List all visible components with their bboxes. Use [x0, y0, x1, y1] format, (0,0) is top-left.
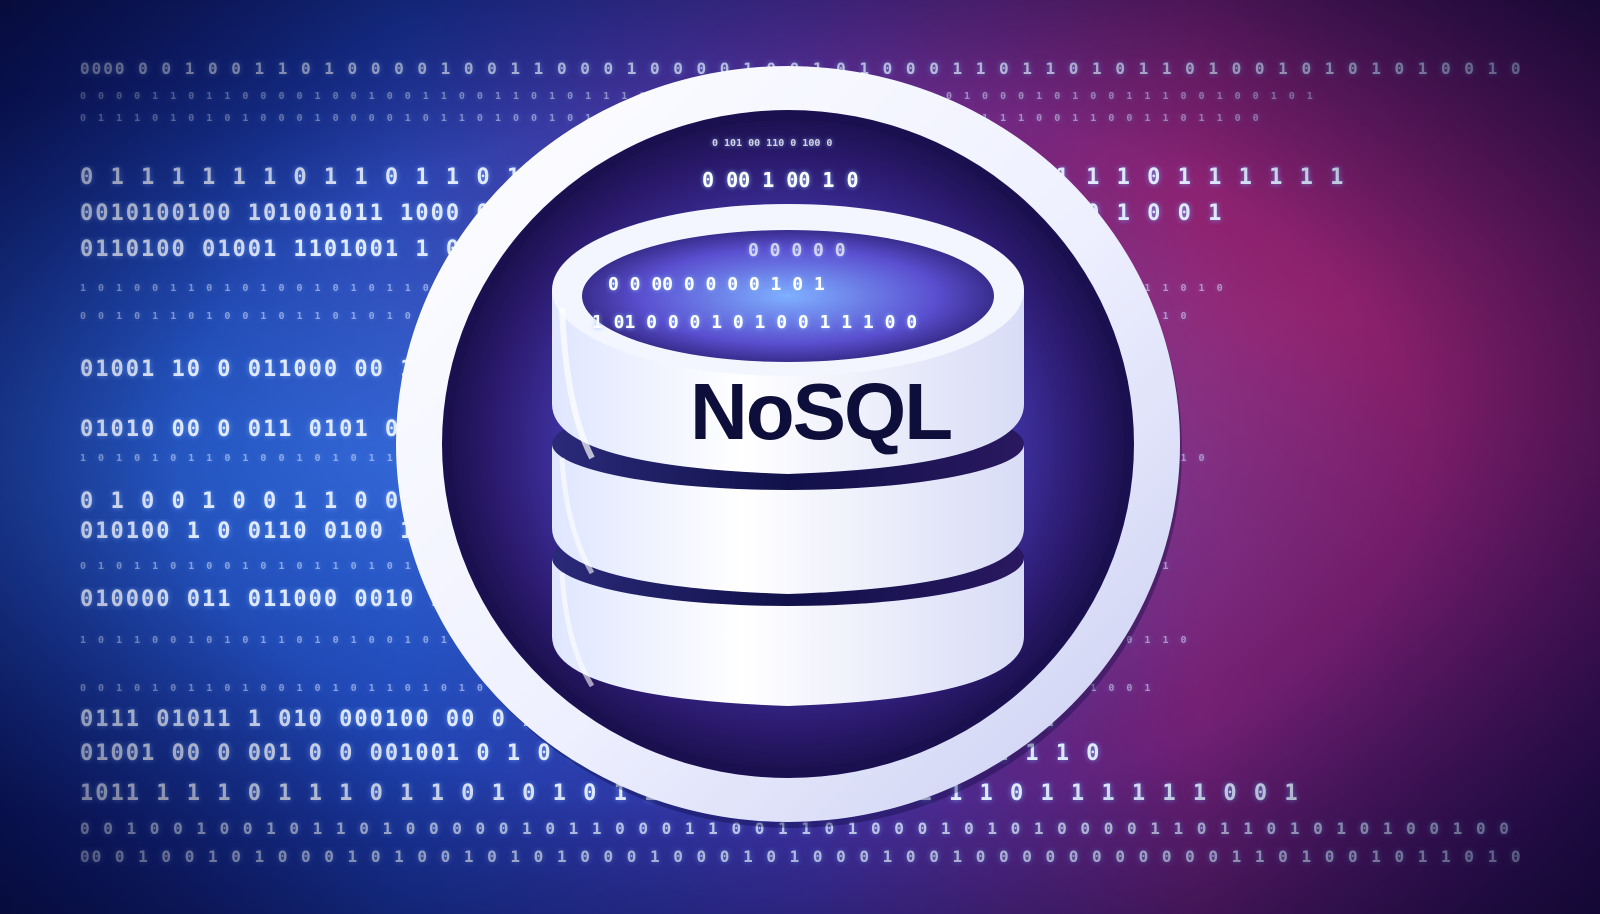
inner-binary: 0 101 00 110 0 100 0 [712, 138, 833, 149]
binary-row: 00 0 1 0 0 1 0 1 0 0 0 1 0 1 0 0 1 0 1 0… [80, 847, 1520, 866]
inner-binary: 1 01 0 0 0 1 0 1 0 0 1 1 1 0 0 [592, 312, 918, 333]
inner-binary: 0 0 0 0 0 [748, 240, 846, 261]
inner-binary: 0 0 00 0 0 0 0 1 0 1 [608, 274, 825, 295]
inner-binary: 0 00 1 00 1 0 [702, 168, 859, 192]
circle-ring-icon [392, 58, 1188, 832]
nosql-logo-text: NoSQL [690, 367, 953, 456]
nosql-logo-graphic [396, 66, 1182, 828]
